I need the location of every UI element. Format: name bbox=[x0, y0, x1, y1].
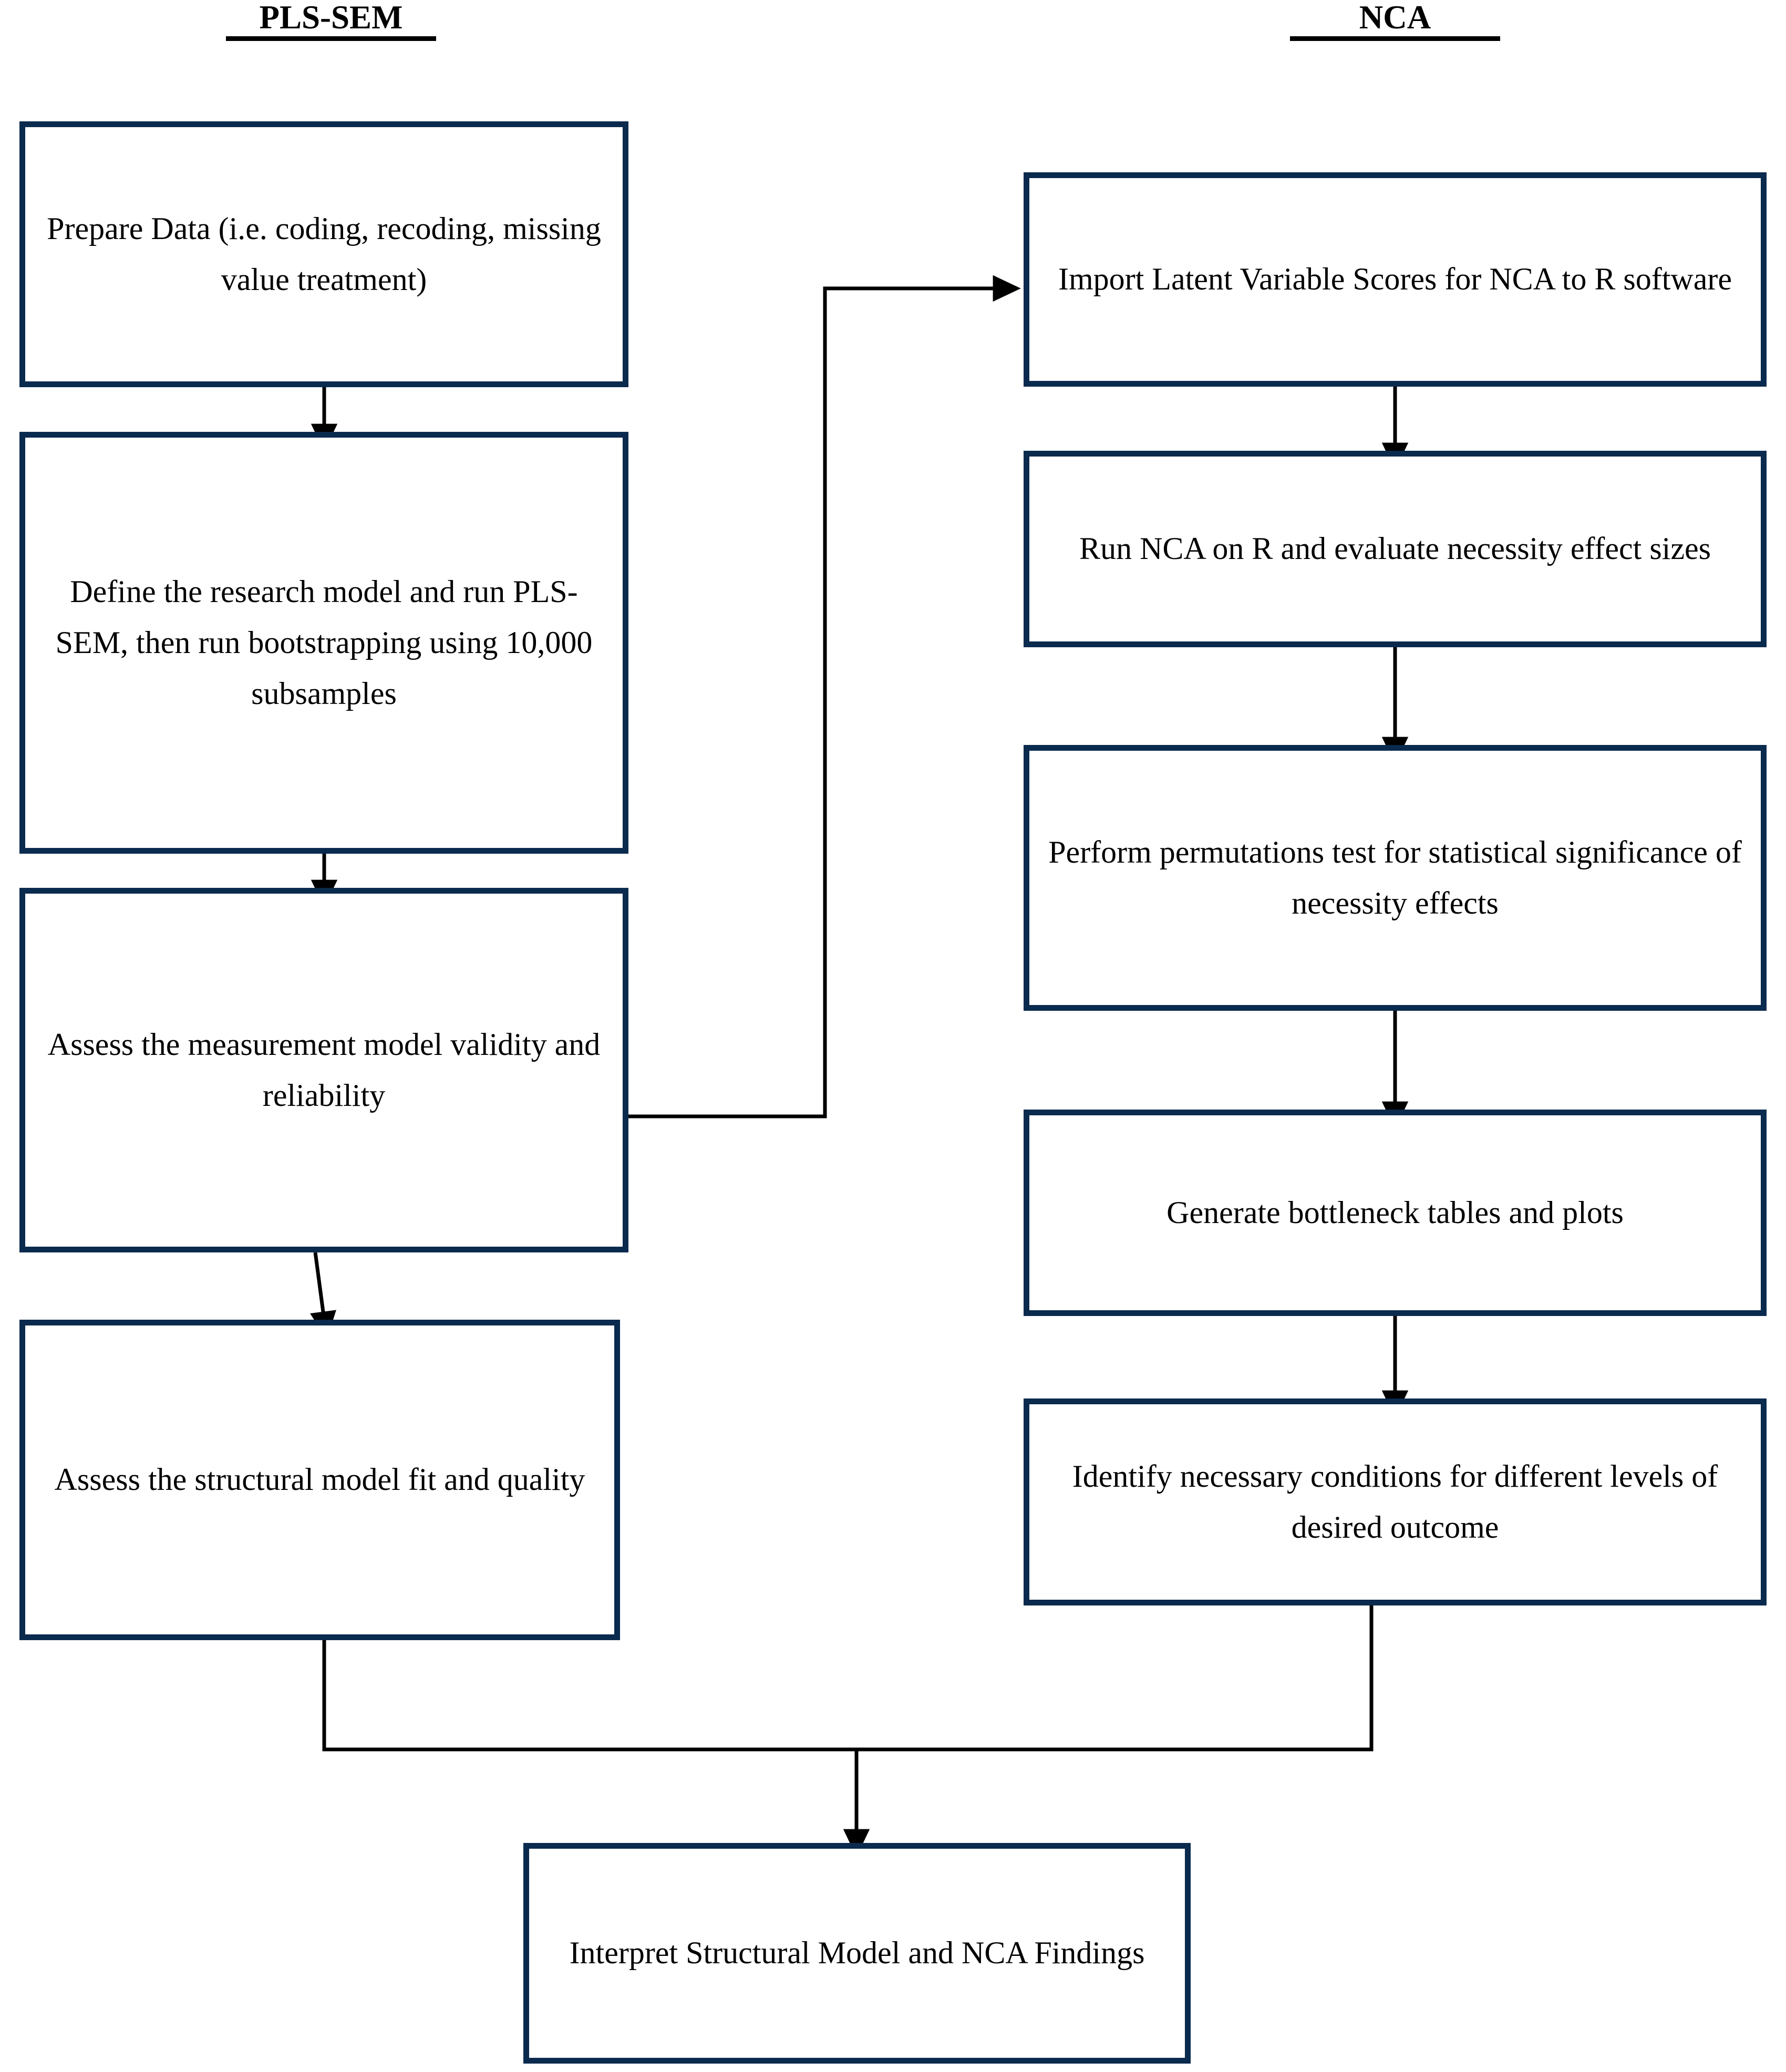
node-identify-conditions[interactable]: Identify necessary conditions for differ… bbox=[1024, 1398, 1767, 1605]
node-permutation-test-label: Perform permutations test for statistica… bbox=[1048, 834, 1742, 920]
node-interpret-findings[interactable]: Interpret Structural Model and NCA Findi… bbox=[523, 1843, 1191, 2064]
node-prepare-data[interactable]: Prepare Data (i.e. coding, recoding, mis… bbox=[19, 121, 628, 387]
column-header-nca: NCA bbox=[1290, 1, 1500, 41]
column-header-pls-sem: PLS-SEM bbox=[226, 1, 436, 41]
node-import-scores[interactable]: Import Latent Variable Scores for NCA to… bbox=[1024, 172, 1767, 387]
node-bottleneck[interactable]: Generate bottleneck tables and plots bbox=[1024, 1110, 1767, 1316]
node-run-nca[interactable]: Run NCA on R and evaluate necessity effe… bbox=[1024, 451, 1767, 647]
node-prepare-data-label: Prepare Data (i.e. coding, recoding, mis… bbox=[47, 211, 601, 297]
node-permutation-test[interactable]: Perform permutations test for statistica… bbox=[1024, 745, 1767, 1011]
node-run-nca-label: Run NCA on R and evaluate necessity effe… bbox=[1079, 531, 1711, 566]
edge-assess-measurement-to-import-scores bbox=[628, 275, 1021, 1118]
node-interpret-findings-label: Interpret Structural Model and NCA Findi… bbox=[569, 1935, 1145, 1971]
node-define-model[interactable]: Define the research model and run PLS-SE… bbox=[19, 432, 628, 854]
node-assess-structural[interactable]: Assess the structural model fit and qual… bbox=[19, 1320, 620, 1640]
node-define-model-label: Define the research model and run PLS-SE… bbox=[55, 574, 593, 711]
node-bottleneck-label: Generate bottleneck tables and plots bbox=[1166, 1195, 1624, 1230]
node-assess-measurement[interactable]: Assess the measurement model validity an… bbox=[19, 888, 628, 1252]
node-import-scores-label: Import Latent Variable Scores for NCA to… bbox=[1058, 262, 1732, 297]
node-identify-conditions-label: Identify necessary conditions for differ… bbox=[1072, 1458, 1718, 1545]
node-assess-structural-label: Assess the structural model fit and qual… bbox=[54, 1462, 585, 1497]
edge-assess-measurement-to-assess-structural bbox=[309, 1252, 336, 1340]
edge-merge-to-interpret bbox=[322, 1605, 1374, 1857]
node-assess-measurement-label: Assess the measurement model validity an… bbox=[47, 1027, 601, 1113]
